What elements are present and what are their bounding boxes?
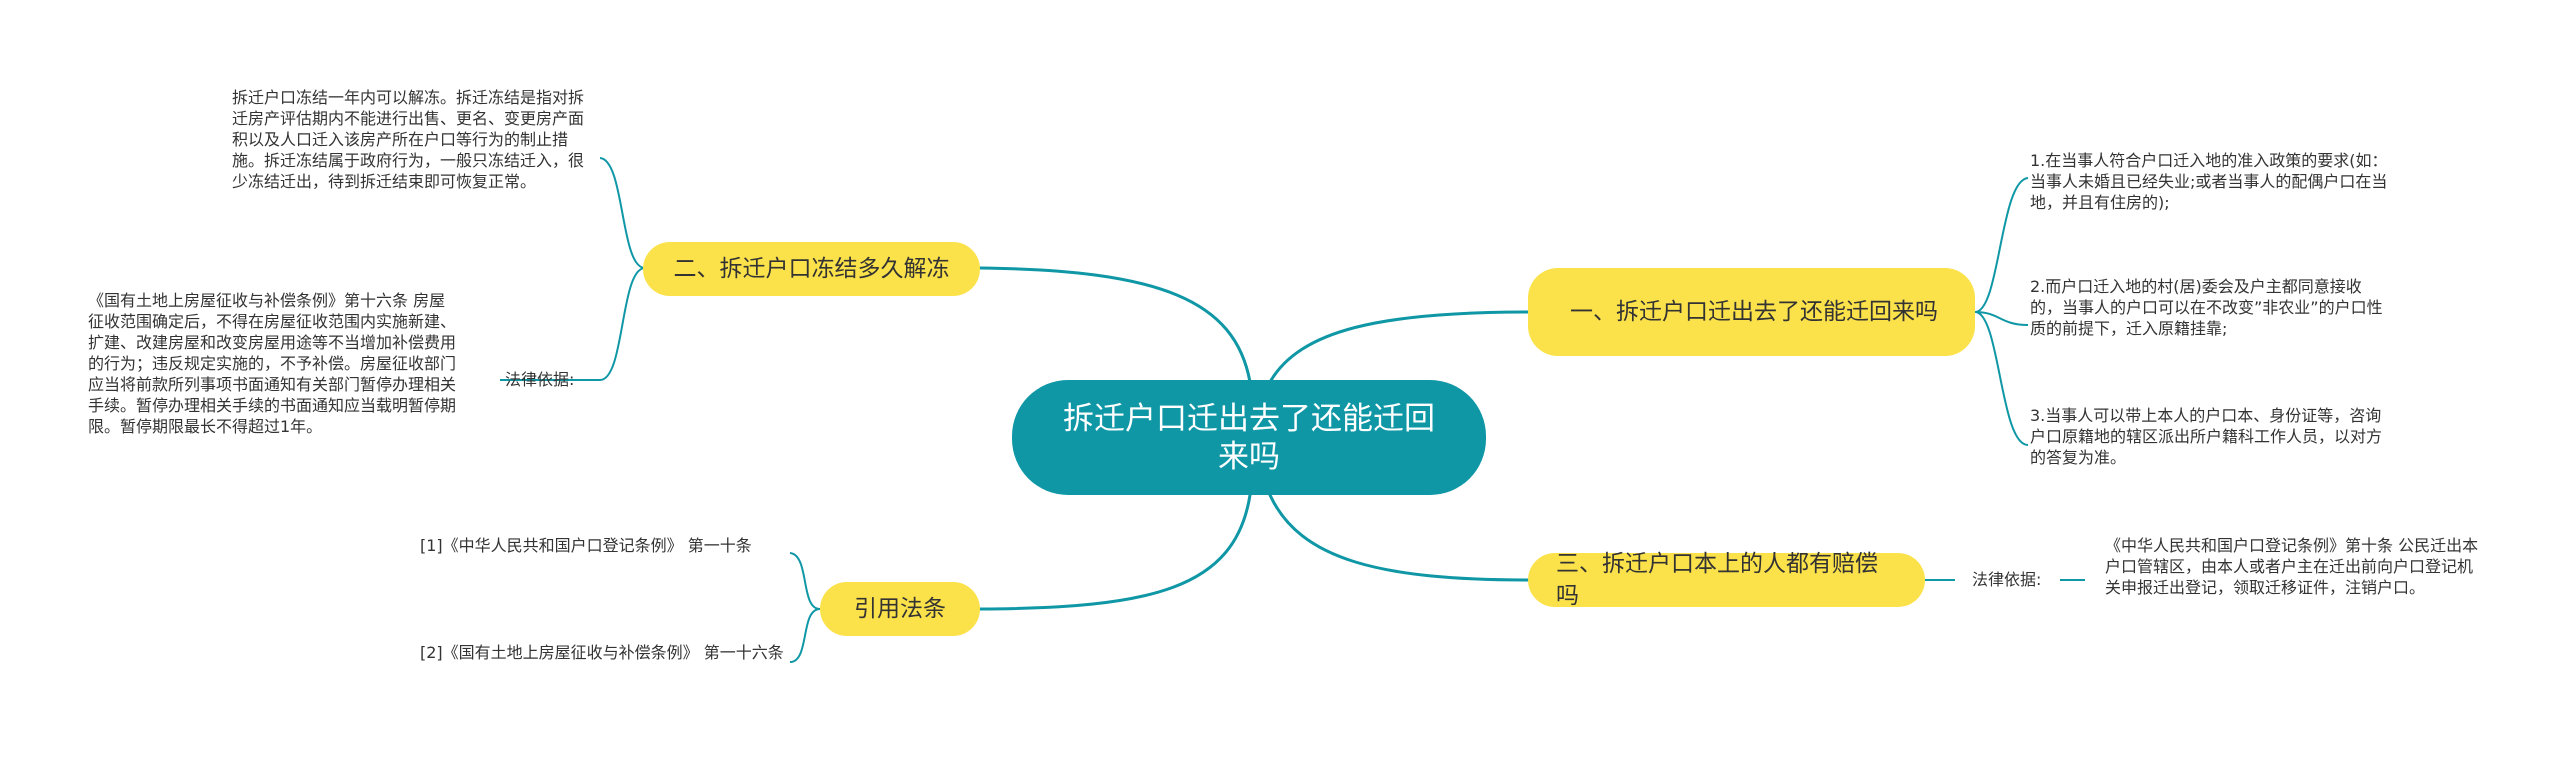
branch-node-1[interactable]: 一、拆迁户口迁出去了还能迁回来吗: [1528, 268, 1975, 356]
link-b1-items: [1974, 177, 2029, 446]
link-root-b4: [978, 493, 1252, 611]
branch-2-label: 二、拆迁户口冻结多久解冻: [673, 256, 950, 282]
branch-4-label: 引用法条: [854, 596, 946, 622]
b3-basis-text: 《中华人民共和国户口登记条例》第十条 公民迁出本户口管辖区，由本人或者户主在迁出…: [2105, 536, 2479, 597]
b1-item-3: 3.当事人可以带上本人的户口本、身份证等，咨询户口原籍地的辖区派出所户籍科工作人…: [2030, 406, 2383, 467]
b2-description: 拆迁户口冻结一年内可以解冻。拆迁冻结是指对拆迁房产评估期内不能进行出售、更名、变…: [232, 88, 585, 191]
link-root-b2: [978, 266, 1252, 384]
branch-node-4[interactable]: 引用法条: [820, 582, 980, 636]
b2-basis-label: 法律依据:: [505, 370, 575, 389]
branch-3-label: 三、拆迁户口本上的人都有赔偿吗: [1556, 551, 1878, 609]
root-node[interactable]: 拆迁户口迁出去了还能迁回来吗: [1012, 380, 1486, 495]
b4-item-2: [2]《国有土地上房屋征收与补偿条例》 第一十六条: [420, 643, 784, 662]
b3-basis-label: 法律依据:: [1972, 570, 2042, 589]
root-label: 拆迁户口迁出去了还能迁回来吗: [1063, 400, 1435, 475]
link-b4-items: [789, 552, 821, 663]
b4-item-1: [1]《中华人民共和国户口登记条例》 第一十条: [420, 536, 752, 555]
branch-node-2[interactable]: 二、拆迁户口冻结多久解冻: [643, 242, 980, 296]
link-b2-leaves: [599, 157, 646, 381]
branch-1-label: 一、拆迁户口迁出去了还能迁回来吗: [1570, 299, 1938, 325]
branch-node-3[interactable]: 三、拆迁户口本上的人都有赔偿吗: [1528, 551, 1925, 609]
b1-item-1: 1.在当事人符合户口迁入地的准入政策的要求(如：当事人未婚且已经失业;或者当事人…: [2030, 151, 2388, 212]
link-root-b1: [1268, 310, 1532, 384]
link-root-b3: [1268, 493, 1532, 582]
b1-item-2: 2.而户口迁入地的村(居)委会及户主都同意接收的，当事人的户口可以在不改变”非农…: [2030, 277, 2383, 338]
b2-basis-text: 《国有土地上房屋征收与补偿条例》第十六条 房屋征收范围确定后，不得在房屋征收范围…: [88, 291, 457, 436]
